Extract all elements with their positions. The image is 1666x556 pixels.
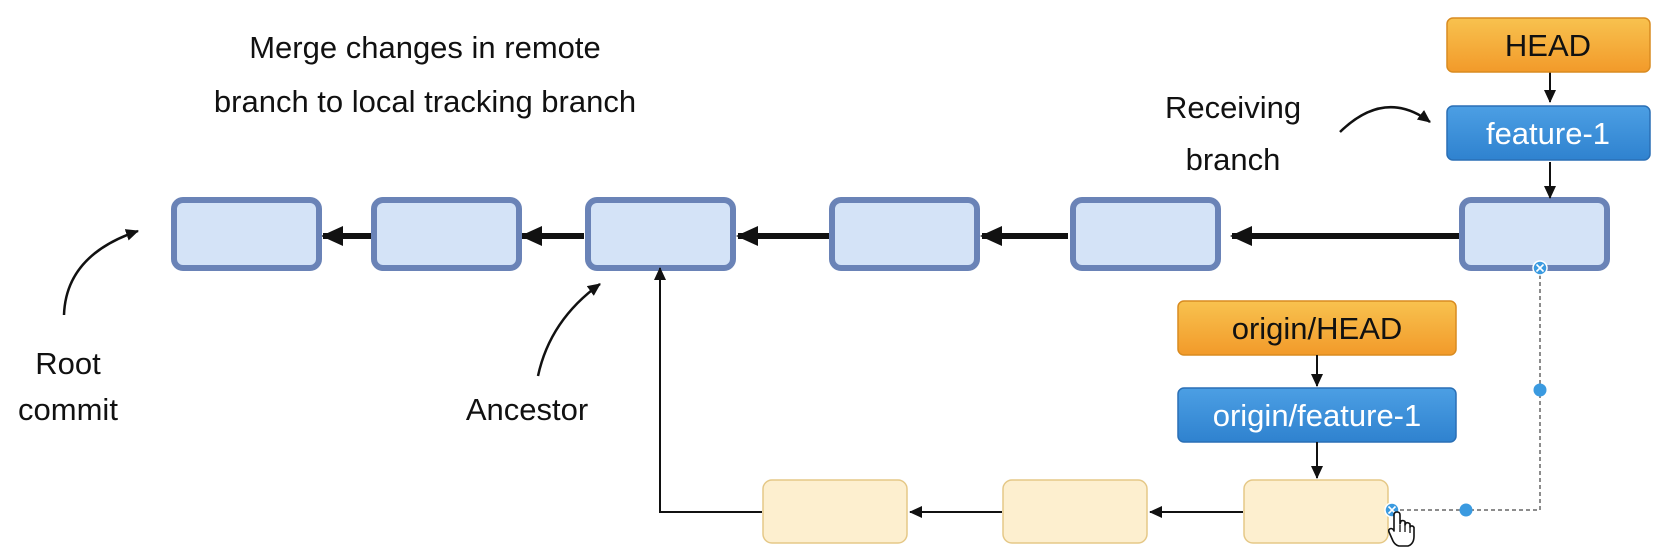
feature-branch-ref-label: feature-1 xyxy=(1486,116,1610,151)
origin-head-ref-label: origin/HEAD xyxy=(1232,311,1403,346)
ancestor-pointer xyxy=(536,282,601,377)
selection-handle-icon[interactable] xyxy=(1532,260,1548,276)
commit-local-ancestor[interactable] xyxy=(585,197,736,271)
hand-pointer-icon xyxy=(1387,511,1415,547)
root-commit-pointer xyxy=(62,229,139,316)
receiving-branch-label-line-1: Receiving xyxy=(1165,90,1301,125)
ancestor-label: Ancestor xyxy=(466,392,588,427)
diagram-title-line-2: branch to local tracking branch xyxy=(214,84,636,119)
commit-local-tip[interactable] xyxy=(1459,197,1610,271)
commit-local-2[interactable] xyxy=(371,197,522,271)
commit-local-5[interactable] xyxy=(1070,197,1221,271)
remote-history-arrows xyxy=(654,267,1243,518)
commit-remote-tip[interactable] xyxy=(1243,479,1389,544)
receiving-branch-pointer xyxy=(1339,105,1431,133)
commit-local-4[interactable] xyxy=(829,197,980,271)
receiving-branch-label-line-2: branch xyxy=(1186,142,1281,177)
root-commit-label-line-1: Root xyxy=(35,346,101,381)
commit-local-root[interactable] xyxy=(171,197,322,271)
head-ref-label: HEAD xyxy=(1505,28,1591,63)
merge-connector-in-progress[interactable] xyxy=(1392,268,1541,511)
connector-midpoint-handle[interactable] xyxy=(1533,383,1547,397)
head-ref[interactable] xyxy=(1446,17,1651,73)
commit-remote-1[interactable] xyxy=(762,479,908,544)
connector-midpoint-handle[interactable] xyxy=(1459,503,1473,517)
feature-branch-ref[interactable] xyxy=(1446,105,1651,161)
root-commit-label-line-2: commit xyxy=(18,392,118,427)
diagram-title-line-1: Merge changes in remote xyxy=(249,30,601,65)
commit-remote-2[interactable] xyxy=(1002,479,1148,544)
origin-feature-branch-ref-label: origin/feature-1 xyxy=(1213,398,1422,433)
remote-commits xyxy=(762,479,1389,544)
